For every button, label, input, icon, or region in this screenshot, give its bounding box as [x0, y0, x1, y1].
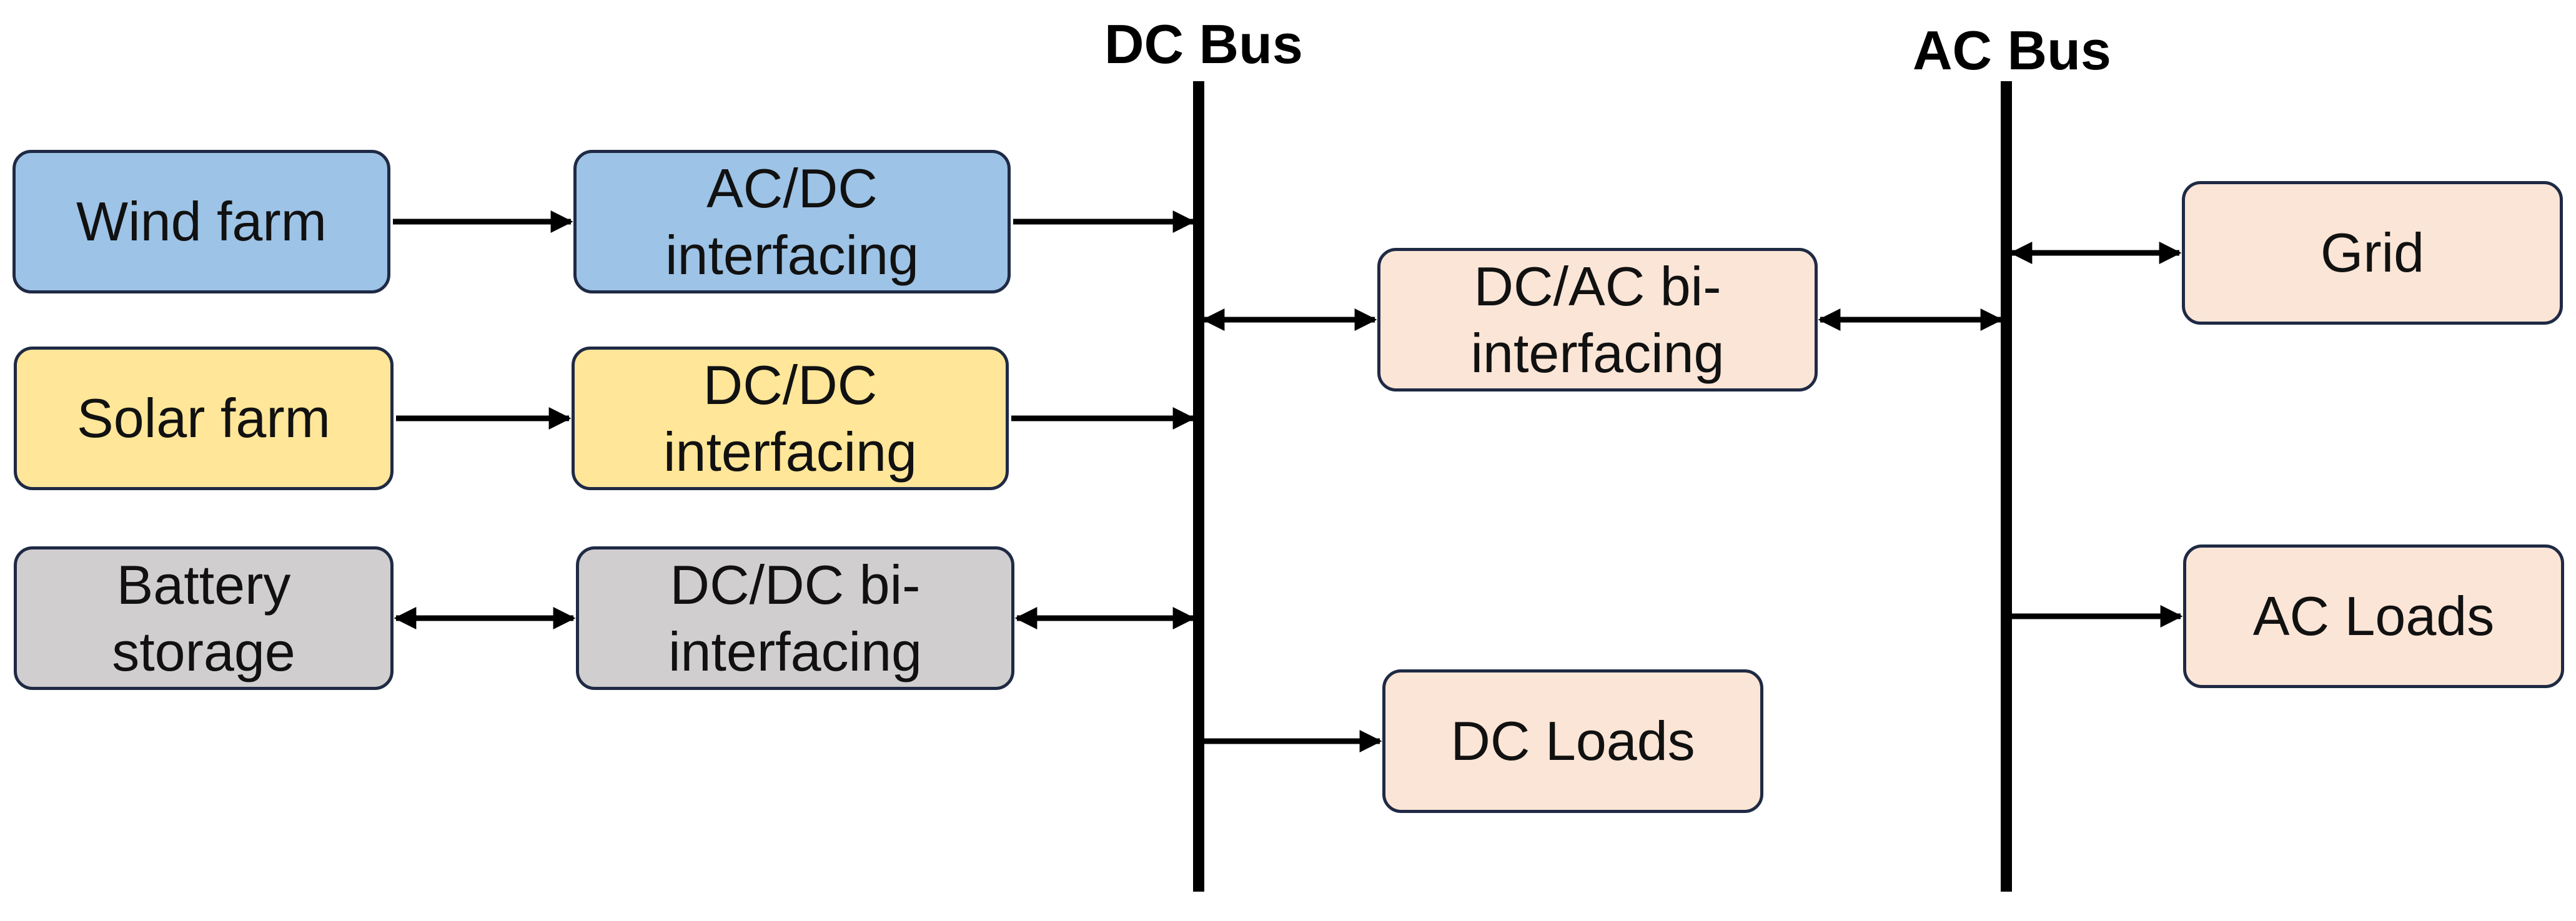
dc-loads-label: DC Loads	[1450, 710, 1695, 772]
acdc-label-line-1: AC/DC	[706, 157, 878, 219]
acdc-interfacing-box: AC/DC interfacing	[573, 150, 1011, 293]
wind-farm-label: Wind farm	[76, 190, 327, 253]
dcdc-label-line-1: DC/DC	[703, 353, 878, 416]
battery-storage-box: Battery storage	[14, 546, 394, 690]
battery-label-line-1: Battery	[116, 553, 291, 616]
dcdc-bi-interfacing-box: DC/DC bi- interfacing	[576, 546, 1014, 690]
edge-layer	[393, 210, 2183, 752]
ac-bus-label: AC Bus	[1913, 19, 2111, 81]
grid-label: Grid	[2320, 222, 2425, 284]
solar-farm-box: Solar farm	[14, 347, 394, 490]
solar-farm-label: Solar farm	[77, 387, 330, 450]
dc-bus-label: DC Bus	[1104, 13, 1303, 75]
ac-loads-label: AC Loads	[2252, 585, 2495, 648]
acdc-label-line-2: interfacing	[665, 224, 919, 286]
dcdc-label-line-2: interfacing	[663, 421, 917, 483]
wind-farm-box: Wind farm	[12, 150, 390, 293]
dcdc-bi-label-line-2: interfacing	[668, 621, 922, 682]
dcac-bi-label-line-1: DC/AC bi-	[1474, 255, 1721, 317]
grid-box: Grid	[2182, 181, 2563, 325]
dcdc-interfacing-box: DC/DC interfacing	[572, 347, 1009, 490]
ac-loads-box: AC Loads	[2183, 544, 2564, 688]
battery-label-line-2: storage	[112, 621, 295, 682]
dc-loads-box: DC Loads	[1382, 669, 1763, 813]
dcac-bi-interfacing-box: DC/AC bi- interfacing	[1377, 248, 1818, 392]
dcac-bi-label-line-2: interfacing	[1470, 322, 1725, 384]
dcdc-bi-label-line-1: DC/DC bi-	[670, 553, 921, 616]
